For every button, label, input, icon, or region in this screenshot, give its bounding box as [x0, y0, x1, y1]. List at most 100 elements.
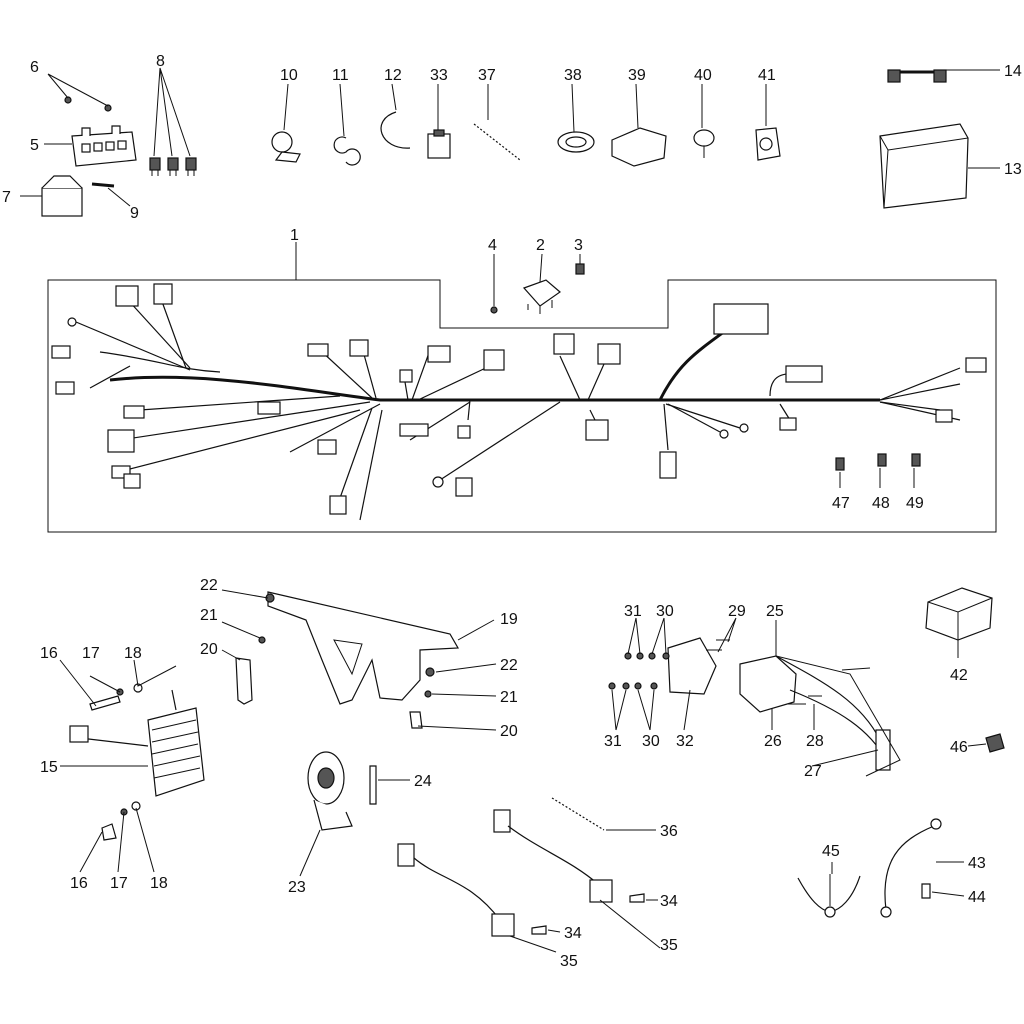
callout-31b: 31 [604, 733, 622, 750]
terminal-47 [835, 457, 845, 471]
bolt-16b [101, 823, 117, 841]
callout-21a: 21 [200, 607, 218, 624]
screw-4 [490, 306, 498, 314]
battery [879, 123, 969, 209]
callout-47: 47 [832, 495, 850, 512]
callout-10: 10 [280, 67, 298, 84]
callout-labels: 6 5 8 7 9 10 11 12 33 37 38 39 40 41 14 … [2, 53, 1022, 970]
bolt-44 [921, 883, 931, 899]
sleeve-36 [551, 797, 605, 831]
callout-22b: 22 [500, 657, 518, 674]
callout-4: 4 [488, 237, 497, 254]
callout-30b: 30 [642, 733, 660, 750]
callout-12: 12 [384, 67, 402, 84]
callout-43: 43 [968, 855, 986, 872]
callout-28: 28 [806, 733, 824, 750]
battery-strap [887, 69, 947, 83]
callout-16b: 16 [70, 875, 88, 892]
callout-46: 46 [950, 739, 968, 756]
ground-strap [880, 818, 942, 918]
bolt-24 [369, 765, 377, 805]
harness-panel [47, 279, 997, 533]
bolt-34b [629, 893, 645, 903]
callout-2: 2 [536, 237, 545, 254]
screw-6b [104, 104, 112, 112]
bolt-20a [235, 657, 253, 705]
callout-17b: 17 [110, 875, 128, 892]
relay-small [41, 175, 83, 217]
hose-clamp-38 [557, 131, 595, 153]
callout-35a: 35 [560, 953, 578, 970]
callout-21b: 21 [500, 689, 518, 706]
callout-49: 49 [906, 495, 924, 512]
fuse-box [71, 125, 137, 167]
callout-16a: 16 [40, 645, 58, 662]
callout-5: 5 [30, 137, 39, 154]
callout-18b: 18 [150, 875, 168, 892]
fuse-clip-9 [91, 182, 115, 188]
cable-clip-11 [333, 136, 361, 166]
rubber-boot-39 [611, 127, 667, 167]
callout-9: 9 [130, 205, 139, 222]
callout-20a: 20 [200, 641, 218, 658]
callout-31a: 31 [624, 603, 642, 620]
callout-3: 3 [574, 237, 583, 254]
callout-34a: 34 [564, 925, 582, 942]
callout-39: 39 [628, 67, 646, 84]
callout-26: 26 [764, 733, 782, 750]
fuse-set [149, 157, 197, 176]
cable-tie-12 [380, 111, 411, 149]
callout-8: 8 [156, 53, 165, 70]
clip-41 [755, 127, 781, 161]
nut-22b [425, 667, 435, 677]
callout-34b: 34 [660, 893, 678, 910]
callout-22a: 22 [200, 577, 218, 594]
callout-25: 25 [766, 603, 784, 620]
bolts-29-31 [608, 639, 730, 690]
callout-11: 11 [332, 67, 349, 84]
washer-18b [131, 801, 141, 811]
washer-21a [258, 636, 266, 644]
callout-24: 24 [414, 773, 432, 790]
clip-46 [985, 733, 1005, 753]
callout-33: 33 [430, 67, 448, 84]
bolt-20b [409, 711, 423, 729]
callout-38: 38 [564, 67, 582, 84]
leader-lines [20, 67, 1000, 953]
relay-box [925, 587, 993, 641]
callout-48: 48 [872, 495, 890, 512]
callout-41: 41 [758, 67, 776, 84]
clip-40 [693, 129, 715, 158]
bolt-16a [89, 695, 121, 711]
terminal-49 [911, 453, 921, 467]
sensor-35b [493, 809, 613, 903]
callout-29: 29 [728, 603, 746, 620]
ground-cable [797, 874, 861, 918]
callout-20b: 20 [500, 723, 518, 740]
callout-14: 14 [1004, 63, 1022, 80]
connector-33 [427, 129, 451, 159]
bolt-34a [531, 925, 547, 935]
callout-15: 15 [40, 759, 58, 776]
relay-2 [522, 279, 561, 314]
washer-21b [424, 690, 432, 698]
screw-6a [64, 96, 72, 104]
callout-27: 27 [804, 763, 822, 780]
fuse-3 [575, 263, 585, 275]
sleeve-37 [473, 123, 521, 161]
cover-32 [667, 637, 717, 695]
callout-6: 6 [30, 59, 39, 76]
voltage-regulator [69, 689, 205, 797]
callout-40: 40 [694, 67, 712, 84]
callout-18a: 18 [124, 645, 142, 662]
terminal-48 [877, 453, 887, 467]
callout-30a: 30 [656, 603, 674, 620]
callout-36: 36 [660, 823, 678, 840]
callout-45: 45 [822, 843, 840, 860]
callout-19: 19 [500, 611, 518, 628]
callout-37: 37 [478, 67, 496, 84]
callout-7: 7 [2, 189, 11, 206]
callout-32: 32 [676, 733, 694, 750]
sensor-35a [397, 843, 515, 937]
